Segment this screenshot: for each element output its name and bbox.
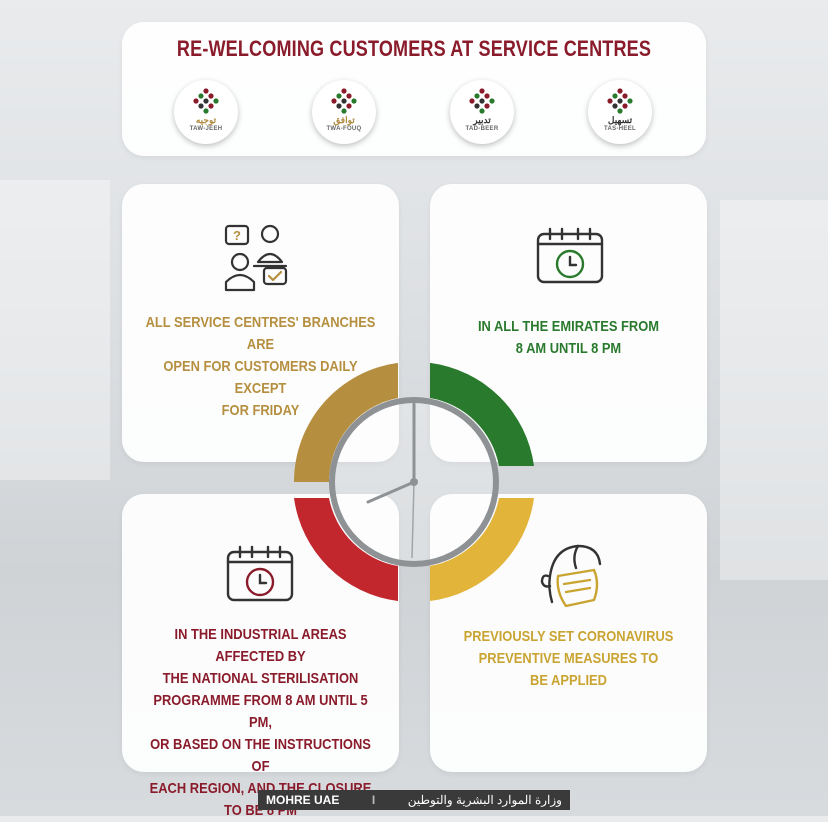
ring-segment-red — [294, 498, 398, 601]
page-title: RE-WELCOMING CUSTOMERS AT SERVICE CENTRE… — [176, 36, 652, 61]
footer-bar: MOHRE UAE I وزارة الموارد البشرية والتوط… — [258, 790, 570, 810]
customer-service-icon: ? — [224, 224, 288, 292]
card-text: ALL SERVICE CENTRES' BRANCHES ARE OPEN F… — [145, 314, 376, 419]
ring-segment-gold — [294, 362, 398, 482]
footer-arabic-ministry: وزارة الموارد البشرية والتوطين — [407, 793, 562, 807]
clock-center-pin — [410, 478, 418, 486]
footer-separator: I — [371, 793, 376, 807]
calendar-clock-icon — [536, 227, 604, 284]
card-preventive-measures: PREVIOUSLY SET CORONAVIRUS PREVENTIVE ME… — [430, 494, 707, 772]
dots-logo-icon — [331, 88, 357, 114]
card-text: IN ALL THE EMIRATES FROM 8 AM UNTIL 8 PM — [477, 318, 660, 357]
clock-hour-hand — [366, 480, 416, 504]
card-service-branches: ? ALL SERVICE CENTRES' BRANCHES ARE OPEN… — [122, 184, 399, 462]
card-text: PREVIOUSLY SET CORONAVIRUS PREVENTIVE ME… — [463, 628, 674, 689]
footer-brand: MOHRE UAE — [266, 793, 340, 807]
logo-tadbeer: تدبير TAD-BEER — [450, 80, 514, 144]
logo-twafouq: توافق TWA-FOUQ — [312, 80, 376, 144]
ring-segment-yellow — [430, 498, 534, 601]
dots-logo-icon — [607, 88, 633, 114]
calendar-clock-icon — [226, 545, 294, 602]
svg-text:?: ? — [233, 228, 241, 243]
center-clock — [294, 362, 534, 601]
background-panel — [720, 200, 828, 580]
clock-second-hand — [411, 481, 415, 559]
logo-tasheel: تسهيل TAS-HEEL — [588, 80, 652, 144]
ring-segment-green — [430, 362, 534, 466]
dots-logo-icon — [193, 88, 219, 114]
header-card: RE-WELCOMING CUSTOMERS AT SERVICE CENTRE… — [122, 22, 706, 156]
dots-logo-icon — [469, 88, 495, 114]
logo-tawjeeh: توجيه TAW-JEEH — [174, 80, 238, 144]
background-panel — [0, 180, 110, 480]
face-mask-icon — [540, 544, 602, 608]
